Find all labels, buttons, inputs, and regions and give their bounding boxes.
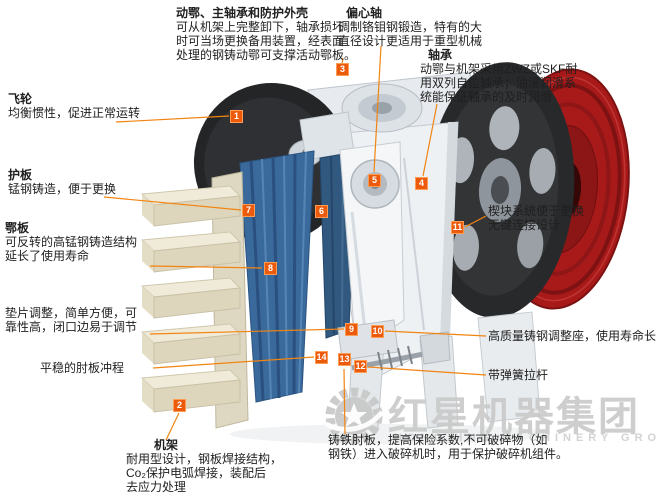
marker-12: 12 [354,360,367,373]
marker-3: 3 [336,63,349,76]
marker-2: 2 [173,399,186,412]
callout-flywheel-line: 均衡惯性，促进正常运转 [8,106,141,120]
callout-moving-jaw-line: 可从机架上完整卸下，轴承损坏 [176,20,345,34]
callout-wedge-system-line: 无键连接设计 [488,218,561,232]
callout-toggle-plate: 铸铁肘板，提高保险系数,不可破碎物（如 钢铁）进入破碎机时，用于保护破碎机组件。 [328,433,568,461]
callout-bearing-line: 统能保证轴承的及时润滑 [420,90,553,104]
callout-shim-adjust-line: 垫片调整，简单方便，可 [5,306,138,320]
callout-frame-line: 去应力处理 [126,480,187,494]
marker-9: 9 [345,323,358,336]
callout-bearing-line: 动鄂与机架采用ZWZ或SKF耐 [420,62,578,76]
callout-eccentric-shaft-line: 调制铬钼钢锻造，特有的大 [338,20,483,34]
callout-spring-rod-line: 带弹簧拉杆 [488,368,549,382]
callout-frame-line: Co₂保护电弧焊接，装配后 [126,466,266,480]
callout-adjust-seat-line: 高质量铸钢调整座，使用寿命长 [488,329,657,343]
callout-flywheel: 飞轮 均衡惯性，促进正常运转 [8,92,140,120]
callout-wedge-system: 楔块系统便于更换 无键连接设计 [488,204,584,232]
callout-toggle-stroke: 平稳的肘板冲程 [40,361,124,375]
callout-jaw-plate-line: 延长了使用寿命 [5,249,90,263]
callout-guard-plate-title: 护板 [8,168,33,182]
callout-jaw-plate-title: 鄂板 [5,221,30,235]
callout-moving-jaw: 动鄂、主轴承和防护外壳 可从机架上完整卸下，轴承损坏 时可当场更换备用装置，经表… [176,6,356,62]
callout-moving-jaw-line: 处理的钢铸动鄂可支撑活动鄂板。 [176,48,357,62]
marker-8: 8 [264,262,277,275]
marker-5: 5 [368,174,381,187]
marker-11: 11 [451,221,464,234]
callout-frame: 机架 耐用型设计，钢板焊接结构， Co₂保护电弧焊接，装配后 去应力处理 [126,438,282,494]
callout-moving-jaw-line: 时可当场更换备用装置，经表面 [176,34,345,48]
callout-guard-plate-line: 锰钢铸造，便于更换 [8,182,117,196]
callout-moving-jaw-title: 动鄂、主轴承和防护外壳 [176,6,309,20]
callout-frame-line: 耐用型设计，钢板焊接结构， [126,452,283,466]
callout-wedge-system-line: 楔块系统便于更换 [488,204,585,218]
callout-eccentric-shaft-title: 偏心轴 [346,6,383,20]
marker-10: 10 [371,325,384,338]
callout-toggle-plate-line: 铸铁肘板，提高保险系数,不可破碎物（如 [328,433,548,447]
callout-jaw-plate: 鄂板 可反转的高锰钢铸造结构 延长了使用寿命 [5,221,137,263]
callout-adjust-seat: 高质量铸钢调整座，使用寿命长 [488,329,656,343]
marker-6: 6 [315,205,328,218]
watermark-brand: 红星机器集团 [388,395,640,439]
callout-bearing: 轴承 动鄂与机架采用ZWZ或SKF耐 用双列自位轴承；油浸润滑系 统能保证轴承的… [420,48,577,104]
marker-14: 14 [315,351,328,364]
marker-1: 1 [230,110,243,123]
marker-13: 13 [338,353,351,366]
callout-shim-adjust-line: 靠性高，闭口边易于调节 [5,320,138,334]
marker-7: 7 [242,204,255,217]
callout-toggle-plate-line: 钢铁）进入破碎机时，用于保护破碎机组件。 [328,447,569,461]
jaw-plate-fixed [239,150,315,403]
liner-stack [140,171,249,429]
callout-eccentric-shaft: 偏心轴 调制铬钼钢锻造，特有的大 直径设计更适用于重型机械 [338,6,482,48]
callout-jaw-plate-line: 可反转的高锰钢铸造结构 [5,235,138,249]
callout-flywheel-title: 飞轮 [8,92,33,106]
callout-eccentric-shaft-line: 直径设计更适用于重型机械 [338,34,483,48]
ground-shadow [230,424,550,444]
callout-bearing-title: 轴承 [428,48,453,62]
marker-4: 4 [415,177,428,190]
right-flywheel [425,62,575,318]
callout-guard-plate: 护板 锰钢铸造，便于更换 [8,168,116,196]
callout-shim-adjust: 垫片调整，简单方便，可 靠性高，闭口边易于调节 [5,306,137,334]
watermark-brand-en: HONGXING MACHINERY GROUP [394,432,659,444]
callout-frame-title: 机架 [154,438,179,452]
callout-bearing-line: 用双列自位轴承；油浸润滑系 [420,76,577,90]
callout-spring-rod: 带弹簧拉杆 [488,368,548,382]
callout-toggle-stroke-line: 平稳的肘板冲程 [40,361,125,375]
